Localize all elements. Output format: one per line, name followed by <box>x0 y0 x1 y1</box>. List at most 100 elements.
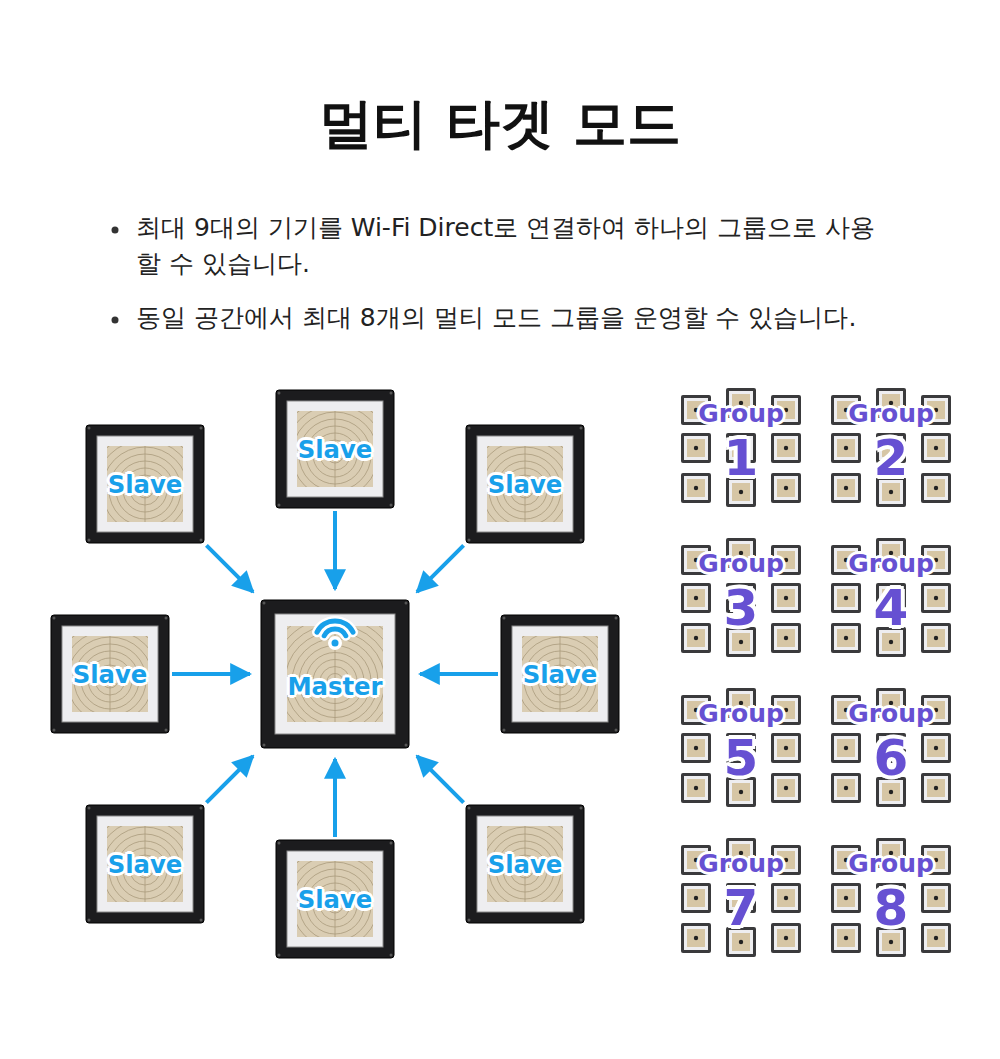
slave-device: Slave <box>465 804 585 924</box>
mini-pad <box>927 889 945 907</box>
mini-dot <box>784 486 788 490</box>
frame-screw <box>580 427 583 430</box>
mini-panel <box>834 926 858 950</box>
mini-panel <box>924 436 948 460</box>
mini-dot <box>694 446 698 450</box>
connector-arrow <box>172 672 250 676</box>
frame-screw <box>468 919 471 922</box>
mini-dot <box>784 708 788 712</box>
mini-dot <box>784 746 788 750</box>
frame-screw <box>503 617 506 620</box>
pad-rings <box>297 861 373 937</box>
mini-pad <box>777 629 795 647</box>
frame-screw <box>468 427 471 430</box>
mini-pad <box>687 439 705 457</box>
bullet-dot <box>112 227 119 234</box>
device-cluster <box>681 538 801 657</box>
group-number: 7 <box>680 881 802 935</box>
mini-panel <box>834 776 858 800</box>
mini-pad <box>777 739 795 757</box>
mini-panel <box>684 476 708 500</box>
pad-ring <box>107 826 183 902</box>
mini-panel <box>834 626 858 650</box>
device-cluster <box>681 388 801 507</box>
mini-dot <box>844 708 848 712</box>
group-label: Group <box>830 549 952 578</box>
slave-device: Slave <box>85 804 205 924</box>
mini-dot <box>784 596 788 600</box>
mini-dot <box>694 786 698 790</box>
mini-panel <box>834 436 858 460</box>
mini-device <box>921 473 951 503</box>
connector-arrow <box>333 759 337 837</box>
mini-device <box>921 883 951 913</box>
mini-device <box>771 773 801 803</box>
group-label: Group <box>680 849 802 878</box>
frame-screw <box>263 602 266 605</box>
mini-pad <box>687 889 705 907</box>
mini-device <box>831 473 861 503</box>
mini-dot <box>784 896 788 900</box>
mini-pad <box>927 439 945 457</box>
slave-device: Slave <box>275 839 395 959</box>
mini-dot <box>844 486 848 490</box>
frame-screw <box>88 919 91 922</box>
device-cluster <box>681 688 801 807</box>
mini-device <box>771 473 801 503</box>
mini-pad <box>687 779 705 797</box>
mini-pad <box>837 629 855 647</box>
mini-panel <box>924 886 948 910</box>
group-label: Group <box>830 699 952 728</box>
mini-pad <box>777 589 795 607</box>
device-frame <box>501 615 619 733</box>
mini-device <box>771 623 801 653</box>
group-label: Group <box>680 699 802 728</box>
mini-panel <box>774 736 798 760</box>
device-label: Slave <box>465 470 585 499</box>
device-label: Slave <box>85 850 205 879</box>
frame-screw <box>390 954 393 957</box>
frame-screw <box>390 504 393 507</box>
device-label: Slave <box>50 660 170 689</box>
mini-pad <box>777 479 795 497</box>
mini-dot <box>784 786 788 790</box>
frame-screw <box>165 729 168 732</box>
device-frame <box>86 805 204 923</box>
mini-dot <box>934 896 938 900</box>
mini-dot <box>889 640 893 644</box>
device-frame <box>276 390 394 508</box>
mini-pad <box>687 929 705 947</box>
device-label: Slave <box>275 435 395 464</box>
group-tile: Group6 <box>830 685 952 807</box>
mini-device <box>921 583 951 613</box>
mini-dot <box>844 558 848 562</box>
frame-screw <box>278 842 281 845</box>
mini-pad <box>777 929 795 947</box>
group-tile: Group1 <box>680 385 802 507</box>
mini-device <box>771 883 801 913</box>
mini-device <box>681 773 711 803</box>
mini-dot <box>739 940 743 944</box>
mini-pad <box>777 889 795 907</box>
frame-screw <box>53 617 56 620</box>
mini-dot <box>694 708 698 712</box>
mini-panel <box>924 776 948 800</box>
mini-dot <box>784 936 788 940</box>
pad-rings <box>107 446 183 522</box>
mini-pad <box>837 589 855 607</box>
mini-device <box>681 733 711 763</box>
mini-dot <box>694 858 698 862</box>
mini-device <box>831 883 861 913</box>
mini-pad <box>732 633 750 651</box>
frame-screw <box>88 539 91 542</box>
mini-panel <box>774 926 798 950</box>
frame-screw <box>405 602 408 605</box>
bullet-dot <box>112 317 119 324</box>
pad-ring <box>72 636 148 712</box>
frame-screw <box>200 807 203 810</box>
mini-pad <box>927 779 945 797</box>
frame-screw <box>580 807 583 810</box>
pad-ring <box>487 446 563 522</box>
frame-screw <box>390 392 393 395</box>
mini-pad <box>882 633 900 651</box>
